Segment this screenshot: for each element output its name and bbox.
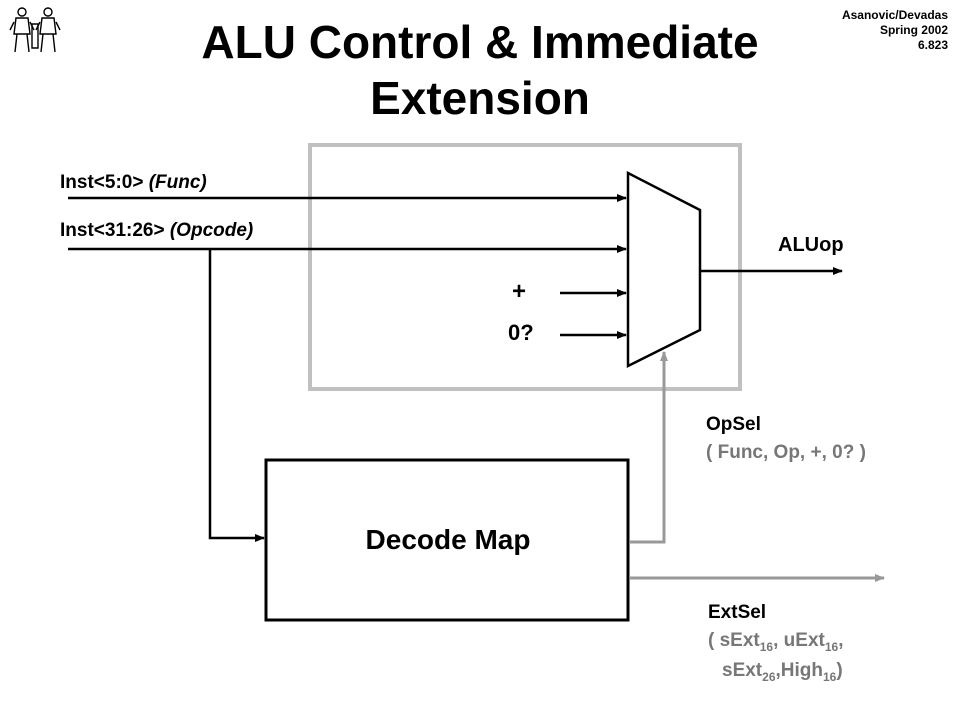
func-input-label: Inst<5:0> (Func): [60, 172, 207, 194]
opcode-to-decode-wire: [208, 249, 265, 542]
credits: Asanovic/Devadas Spring 2002 6.823: [842, 8, 948, 53]
decode-map-box: [264, 458, 630, 622]
plus-input-label: +: [512, 278, 527, 305]
extsel-open: (: [708, 630, 715, 651]
extsel-opt1-sub: 16: [759, 639, 774, 654]
mit-figures-logo-icon: [9, 7, 61, 53]
opcode-name: (Opcode): [169, 220, 254, 241]
credits-term: Spring 2002: [879, 23, 948, 37]
credits-authors: Asanovic/Devadas: [841, 8, 948, 22]
extsel-opt1: sExt: [719, 630, 760, 651]
extsel-opt3-sub: 26: [762, 669, 776, 684]
alu-mux-shape: [626, 170, 702, 369]
opsel-wire: [630, 351, 668, 544]
extsel-opt2: uExt: [783, 630, 825, 651]
extsel-opt4-sub: 16: [823, 669, 837, 684]
zero-test-input-label: 0?: [508, 320, 534, 345]
extsel-options-line2: sExt26,High16): [722, 660, 843, 684]
opsel-options: ( Func, Op, +, 0? ): [706, 442, 866, 463]
func-name: (Func): [148, 172, 207, 193]
extsel-close: ): [836, 660, 843, 681]
page-title: ALU Control & Immediate Extension: [120, 14, 840, 126]
func-signal: Inst<5:0>: [60, 172, 144, 193]
extsel-options-line1: ( sExt16, uExt16,: [708, 630, 844, 654]
title-line-2: Extension: [370, 72, 590, 124]
extsel-title: ExtSel: [708, 602, 767, 623]
credits-course: 6.823: [917, 38, 948, 52]
aluop-label: ALUop: [778, 234, 844, 256]
extsel-opt2-sub: 16: [824, 639, 839, 654]
alu-control-box: [308, 143, 742, 391]
opsel-title: OpSel: [706, 414, 761, 435]
extsel-opt3: sExt: [722, 660, 763, 681]
opcode-signal: Inst<31:26>: [60, 220, 165, 241]
extsel-opt4: High: [780, 660, 823, 681]
decode-map-label: Decode Map: [365, 524, 531, 555]
title-line-1: ALU Control & Immediate: [201, 16, 759, 68]
opcode-input-label: Inst<31:26> (Opcode): [60, 220, 253, 242]
